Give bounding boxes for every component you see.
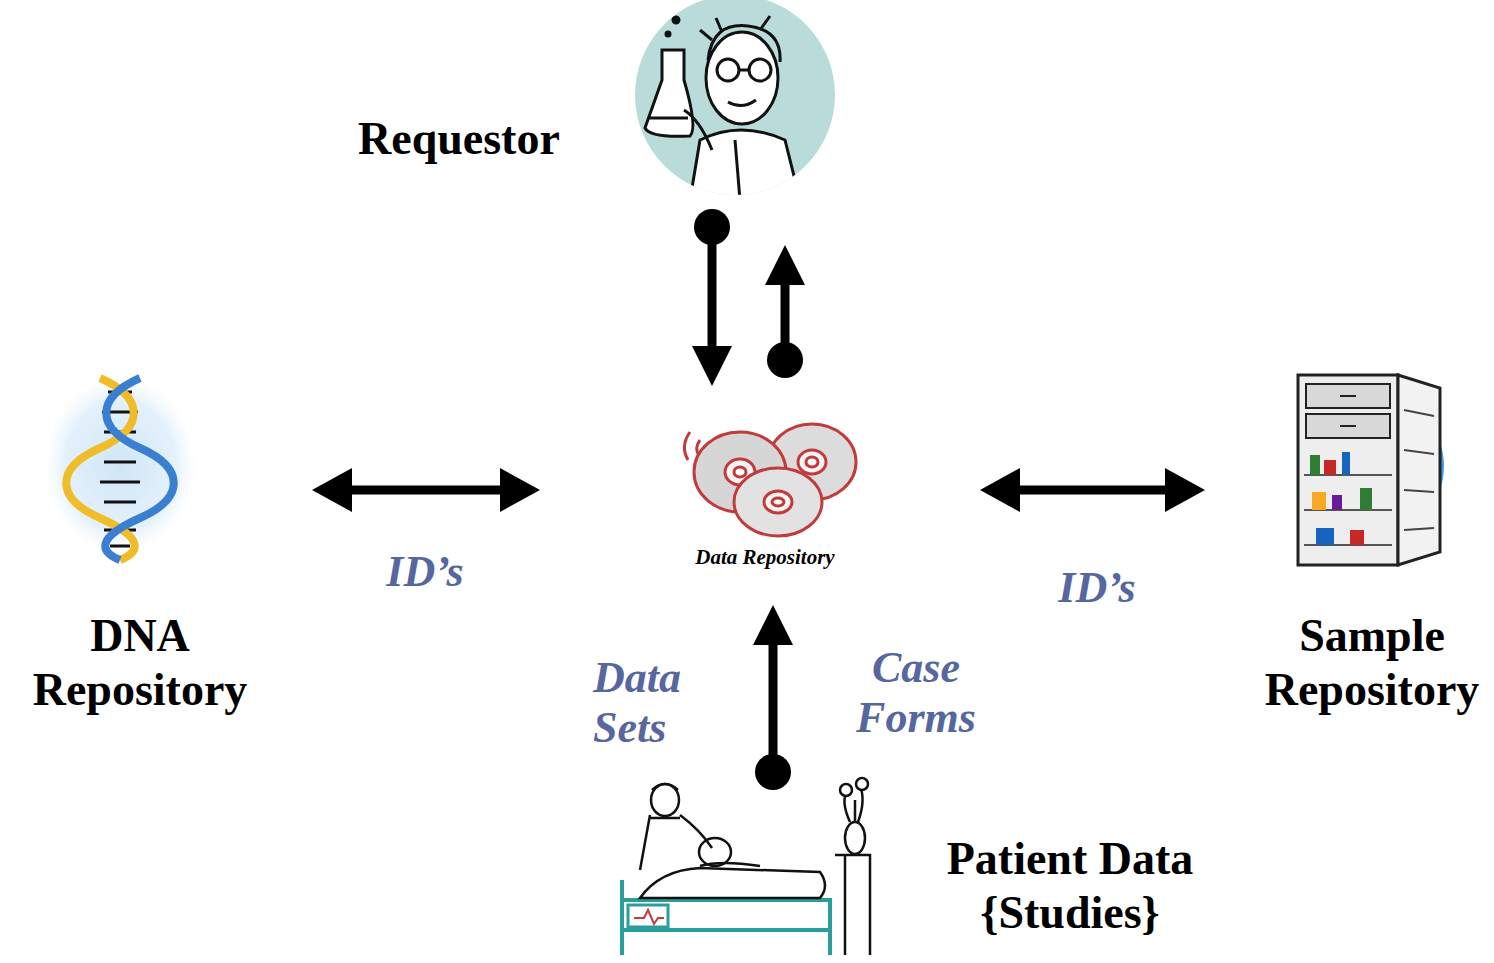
edge-label: ID’s	[365, 547, 485, 597]
connector-arrow	[312, 468, 540, 512]
dna-icon	[40, 370, 200, 560]
connector-arrow	[980, 468, 1205, 512]
repository-node: Data Repository	[545, 390, 975, 600]
repository-node: DNA Repository	[25, 370, 307, 720]
node-label: Sample Repository	[1256, 609, 1488, 717]
node-label: DNA Repository	[20, 609, 260, 717]
patient-node: Patient Data {Studies}	[600, 795, 1210, 963]
flow-label: Case Forms	[841, 643, 991, 743]
freezer-icon	[1298, 375, 1444, 565]
scientist-icon	[635, 0, 835, 200]
edge-label: ID’s	[1037, 563, 1157, 613]
patient-bed-icon	[622, 778, 870, 955]
disc-stack-icon	[684, 424, 856, 536]
node-label: Data Repository	[635, 545, 895, 569]
connector-arrow	[692, 209, 732, 386]
repository-node: Sample Repository	[1210, 370, 1490, 720]
node-label: Patient Data {Studies}	[934, 832, 1206, 940]
requestor-node: Requestor	[355, 0, 845, 205]
connector-arrow	[753, 605, 793, 790]
edge-label: Data Sets	[593, 653, 718, 753]
node-label: Requestor	[358, 112, 598, 166]
connector-arrow	[765, 245, 805, 378]
